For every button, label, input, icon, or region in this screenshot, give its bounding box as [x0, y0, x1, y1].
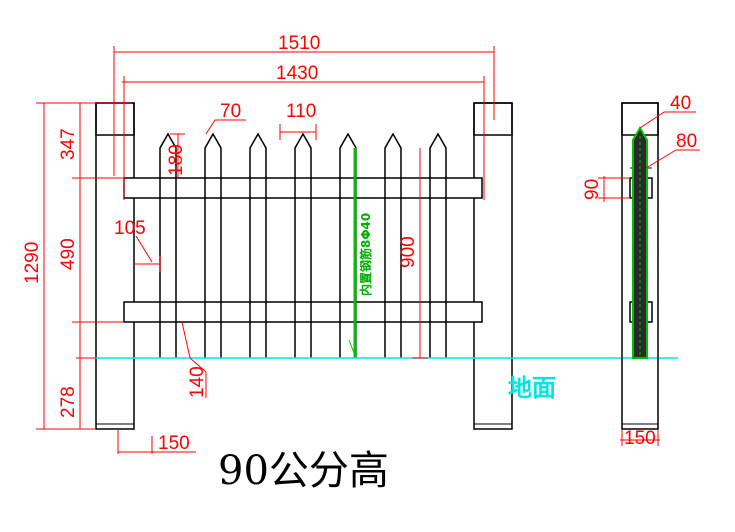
dim-post-top-height: 347 [58, 128, 79, 160]
left-post [95, 102, 135, 430]
dim-side-width: 150 [624, 428, 656, 449]
lower-rail [123, 301, 483, 323]
picket [294, 132, 312, 358]
dim-picket-height: 900 [398, 236, 419, 268]
dim-buried-depth: 278 [58, 386, 79, 418]
side-view-rebar [632, 126, 648, 359]
dim-picket-spacing: 110 [286, 101, 316, 122]
rebar-leader [348, 339, 357, 359]
picket [384, 132, 402, 358]
dim-side-rebar: 80 [676, 131, 697, 152]
dim-post-width: 150 [158, 433, 190, 454]
picket [159, 132, 177, 358]
ground-label: 地面 [508, 374, 556, 402]
picket [204, 132, 222, 358]
dim-rail-spacing: 490 [58, 238, 79, 270]
picket [249, 132, 267, 358]
front-elevation [95, 102, 513, 430]
upper-rail [123, 177, 483, 199]
rebar-label: 内置钢筋8Φ40 [358, 213, 373, 296]
dim-picket-gap: 140 [187, 366, 208, 398]
dimension-lines [36, 46, 700, 454]
dim-clear-width: 1430 [276, 63, 318, 84]
picket [429, 132, 447, 358]
dim-total-height: 1290 [22, 242, 43, 284]
dim-tip-width: 70 [220, 101, 241, 122]
dim-tip-height: 180 [166, 144, 187, 176]
drawing-caption: 90公分高 [218, 448, 389, 494]
right-post [473, 102, 513, 430]
dim-total-width: 1510 [278, 33, 320, 54]
dim-side-rail: 90 [582, 179, 603, 200]
dim-side-top: 40 [670, 93, 691, 114]
pickets [159, 132, 447, 358]
dim-rail-offset: 105 [114, 218, 146, 239]
